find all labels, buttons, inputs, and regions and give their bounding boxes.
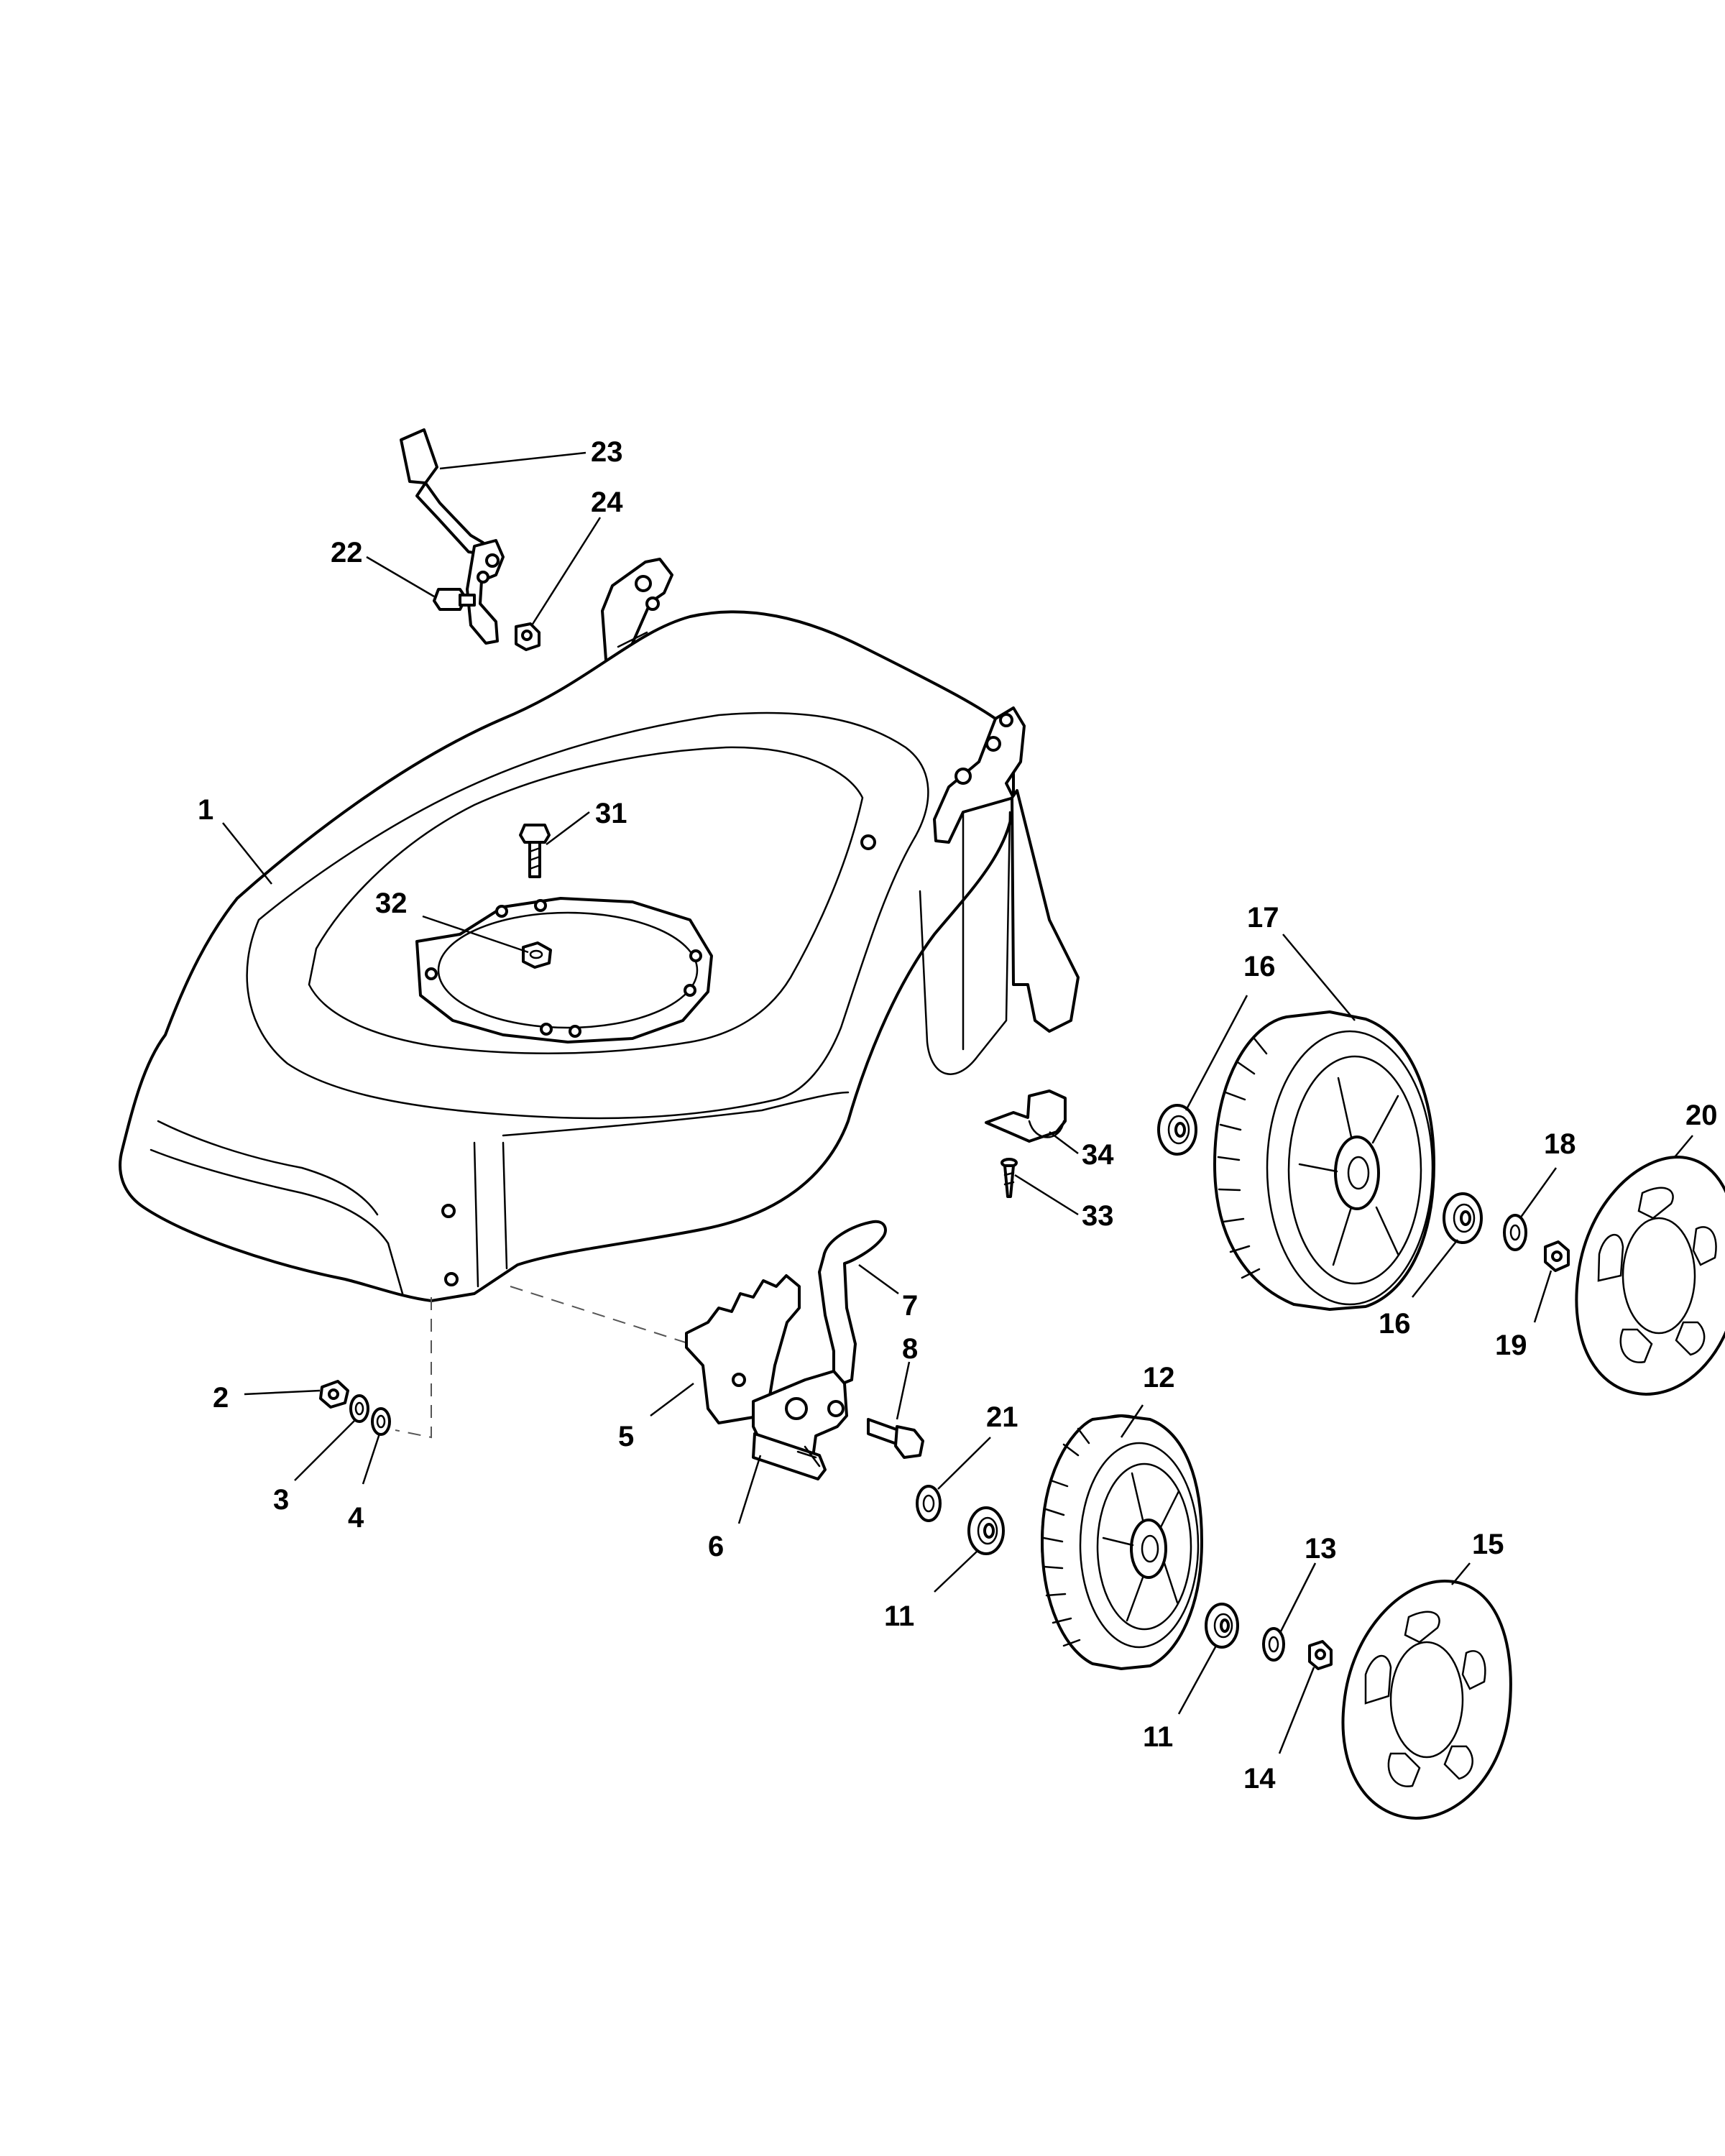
leader-21 bbox=[937, 1437, 991, 1490]
leader-16a bbox=[1184, 995, 1248, 1111]
part-18-washer bbox=[1503, 1214, 1527, 1251]
leader-24 bbox=[530, 517, 602, 626]
part-23-height-lever bbox=[400, 428, 505, 645]
leader-19 bbox=[1533, 1270, 1552, 1323]
part-21-washer bbox=[916, 1485, 942, 1522]
part-16-bearing-inner bbox=[1157, 1104, 1197, 1156]
leader-31 bbox=[546, 811, 590, 845]
leader-34 bbox=[1049, 1131, 1079, 1154]
part-6-axle-bracket bbox=[752, 1370, 848, 1480]
part-1-mower-deck bbox=[119, 558, 1080, 1302]
leader-5 bbox=[650, 1383, 694, 1416]
part-17-rear-wheel bbox=[1213, 1010, 1435, 1311]
assembly-dashed-lines bbox=[395, 1286, 691, 1439]
part-24-nut bbox=[515, 622, 540, 651]
leader-3 bbox=[294, 1419, 356, 1481]
leader-20 bbox=[1674, 1135, 1693, 1158]
part-33-screw bbox=[1000, 1158, 1018, 1198]
part-7-adjuster-handle bbox=[818, 1220, 887, 1388]
part-19-nut bbox=[1544, 1240, 1570, 1272]
part-14-nut bbox=[1308, 1640, 1333, 1670]
callout-31: 31 bbox=[595, 798, 627, 829]
part-20-wheel-cap bbox=[1575, 1156, 1725, 1396]
part-16-bearing-outer bbox=[1443, 1192, 1483, 1244]
leader-2 bbox=[244, 1389, 321, 1396]
leader-23 bbox=[439, 451, 586, 470]
part-5-height-quadrant bbox=[685, 1274, 801, 1424]
callout-11a: 11 bbox=[884, 1600, 914, 1632]
part-32-nut bbox=[522, 941, 552, 969]
leader-lines bbox=[222, 451, 1693, 1754]
callout-8: 8 bbox=[902, 1333, 918, 1365]
callout-20: 20 bbox=[1685, 1100, 1718, 1131]
callout-17: 17 bbox=[1247, 902, 1279, 934]
callout-3: 3 bbox=[273, 1484, 289, 1516]
callout-7: 7 bbox=[902, 1290, 918, 1322]
leader-22 bbox=[366, 556, 435, 598]
callout-4: 4 bbox=[348, 1502, 364, 1534]
leader-6 bbox=[737, 1455, 762, 1524]
part-22-bolt bbox=[433, 588, 476, 611]
leader-12 bbox=[1120, 1404, 1144, 1438]
leader-15 bbox=[1451, 1562, 1471, 1585]
leader-11a bbox=[934, 1550, 978, 1593]
part-11-bearing-front bbox=[967, 1506, 1005, 1555]
callout-13: 13 bbox=[1305, 1533, 1337, 1565]
leader-1 bbox=[222, 822, 272, 885]
callout-5: 5 bbox=[618, 1421, 634, 1452]
callout-22: 22 bbox=[331, 537, 363, 568]
part-3-washer bbox=[349, 1394, 369, 1423]
callout-15: 15 bbox=[1472, 1529, 1504, 1560]
callout-21: 21 bbox=[986, 1401, 1018, 1433]
part-2-nut bbox=[319, 1380, 349, 1409]
callout-12: 12 bbox=[1143, 1362, 1175, 1393]
part-34-clamp bbox=[985, 1089, 1067, 1143]
part-4-washer bbox=[371, 1407, 391, 1436]
callout-labels: 1 2 3 4 5 6 7 8 11 11 12 13 14 15 16 16 … bbox=[198, 436, 1718, 1795]
leader-7 bbox=[858, 1263, 899, 1295]
part-11-bearing-rear bbox=[1205, 1603, 1239, 1649]
leader-14 bbox=[1278, 1667, 1315, 1754]
callout-33: 33 bbox=[1082, 1200, 1114, 1232]
leader-11b bbox=[1177, 1645, 1218, 1715]
callout-24: 24 bbox=[591, 487, 623, 518]
callout-19: 19 bbox=[1495, 1330, 1527, 1361]
callout-16a: 16 bbox=[1243, 951, 1276, 982]
callout-14: 14 bbox=[1243, 1763, 1276, 1795]
leader-18 bbox=[1519, 1167, 1558, 1219]
leader-17 bbox=[1282, 934, 1356, 1021]
part-12-front-wheel bbox=[1041, 1414, 1203, 1670]
leader-13 bbox=[1279, 1562, 1317, 1632]
callout-23: 23 bbox=[591, 436, 623, 468]
leader-16b bbox=[1412, 1239, 1458, 1298]
part-13-washer bbox=[1262, 1627, 1285, 1662]
callout-32: 32 bbox=[375, 888, 408, 919]
callout-6: 6 bbox=[708, 1531, 724, 1562]
callout-11b: 11 bbox=[1143, 1721, 1173, 1753]
leader-33 bbox=[1014, 1174, 1079, 1216]
callout-1: 1 bbox=[198, 794, 213, 826]
leader-32 bbox=[422, 915, 529, 954]
leader-4 bbox=[362, 1433, 381, 1485]
part-15-wheel-cap bbox=[1341, 1580, 1512, 1820]
leader-8 bbox=[896, 1361, 911, 1420]
callout-16b: 16 bbox=[1379, 1308, 1411, 1340]
part-31-bolt bbox=[519, 824, 551, 878]
callout-18: 18 bbox=[1544, 1128, 1576, 1160]
callout-2: 2 bbox=[213, 1382, 229, 1414]
callout-34: 34 bbox=[1082, 1139, 1114, 1171]
part-8-bolt bbox=[867, 1418, 924, 1459]
